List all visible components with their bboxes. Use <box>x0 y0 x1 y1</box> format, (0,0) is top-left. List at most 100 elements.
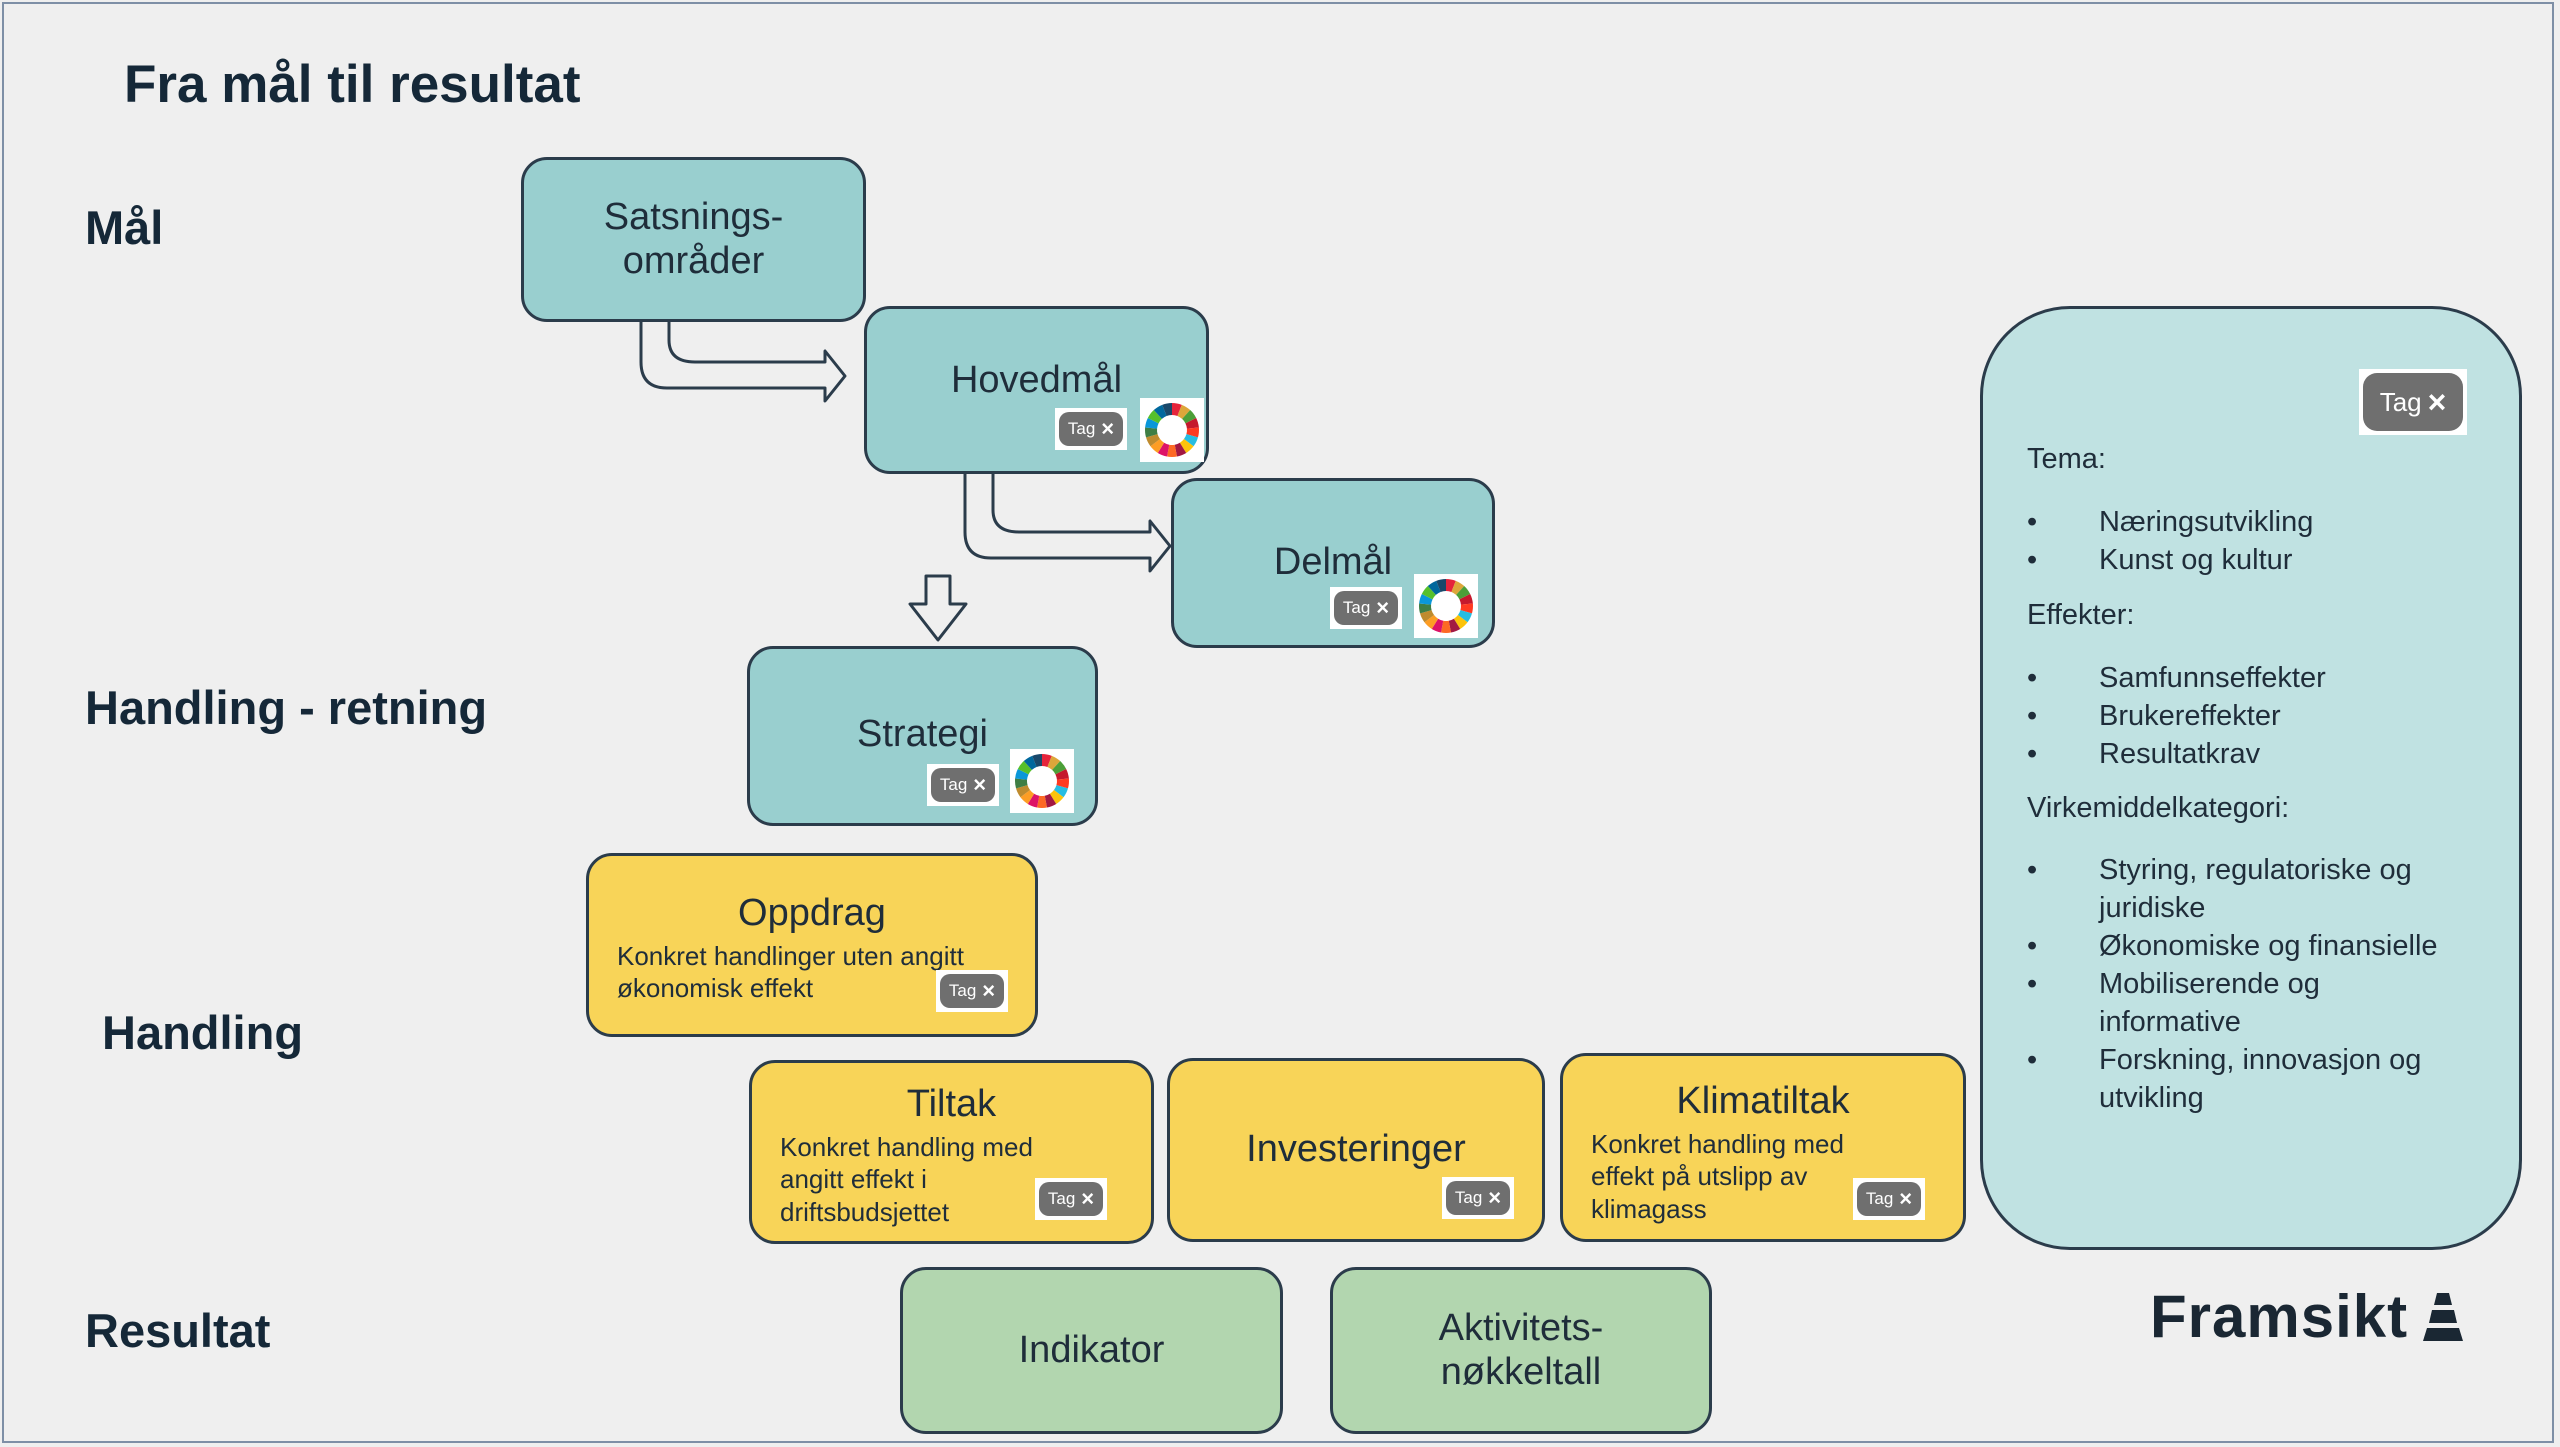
panel-heading-effekter: Effekter: <box>2027 599 2135 631</box>
sdg-wheel-icon <box>1414 574 1478 638</box>
arrow-down-to-strategi <box>908 574 968 642</box>
sdg-segment <box>1027 793 1040 808</box>
row-label-resultat: Resultat <box>85 1304 271 1357</box>
sdg-segment <box>1459 593 1473 605</box>
panel-list-tema: Næringsutvikling Kunst og kultur <box>2027 503 2507 579</box>
list-item: Styring, regulatoriske og juridiske <box>2027 851 2467 927</box>
tag-label: Tag <box>2379 386 2422 417</box>
sdg-segment <box>1419 603 1432 614</box>
sdg-segment <box>1037 795 1047 808</box>
page-title: Fra mål til resultat <box>124 55 581 114</box>
tag-label: Tag <box>1067 419 1096 438</box>
box-title: Delmål <box>1273 541 1393 584</box>
list-item: Samfunnseffekter <box>2027 659 2507 697</box>
tag-chip[interactable]: Tag× <box>1442 1177 1514 1219</box>
tag-chip[interactable]: Tag× <box>936 970 1008 1012</box>
sdg-segment <box>1167 444 1177 457</box>
box-indikator[interactable]: Indikator <box>900 1267 1283 1434</box>
tag-categories-panel: Tag× Tema: Næringsutvikling Kunst og kul… <box>1980 306 2522 1250</box>
sdg-segment <box>1457 610 1472 623</box>
sdg-segment <box>1183 434 1198 447</box>
close-icon: × <box>1899 1186 1913 1211</box>
arrow-satsning-to-hovedmal <box>639 322 847 403</box>
sdg-segment <box>1424 615 1439 629</box>
box-title: Satsnings- områder <box>603 195 784 282</box>
sdg-segment <box>1182 410 1197 424</box>
list-item: Økonomiske og finansielle <box>2027 927 2467 965</box>
sdg-segment <box>1052 761 1067 775</box>
box-title: Indikator <box>1018 1328 1165 1371</box>
tag-label: Tag <box>1047 1189 1076 1208</box>
sdg-segment <box>1436 579 1446 593</box>
tag-chip[interactable]: Tag× <box>1853 1178 1925 1220</box>
sdg-segment <box>1174 442 1187 457</box>
sdg-segment <box>1172 403 1182 417</box>
sdg-segment <box>1047 755 1061 770</box>
sdg-segment <box>1177 404 1191 419</box>
sdg-segment <box>1162 403 1172 417</box>
sdg-segment <box>1420 610 1435 623</box>
box-klimatiltak[interactable]: Klimatiltak Konkret handling med effekt … <box>1560 1053 1966 1242</box>
sdg-segment <box>1185 417 1199 429</box>
sdg-segment <box>1145 427 1158 438</box>
sdg-segment <box>1042 754 1052 768</box>
list-item: Forskning, innovasjon og utvikling <box>2027 1041 2467 1117</box>
box-aktivitetsnokkeltall[interactable]: Aktivitets- nøkkeltall <box>1330 1267 1712 1434</box>
sdg-segment <box>1056 778 1069 789</box>
sdg-segment <box>1015 768 1029 780</box>
sdg-segment <box>1017 761 1032 775</box>
arrow-hovedmal-to-delmal <box>963 474 1172 573</box>
sdg-segment <box>1421 586 1436 600</box>
sdg-segment <box>1147 410 1162 424</box>
logo-text: Framsikt <box>2150 1283 2409 1350</box>
close-icon: × <box>1081 1186 1095 1211</box>
tag-chip[interactable]: Tag× <box>927 764 999 806</box>
sdg-segment <box>1451 580 1465 595</box>
tag-chip[interactable]: Tag× <box>2359 369 2467 435</box>
sdg-segment <box>1150 439 1165 453</box>
list-item: Mobiliserende og informative <box>2027 965 2467 1041</box>
box-description: Konkret handling med angitt effekt i dri… <box>780 1131 1033 1227</box>
sdg-wheel-icon <box>1010 749 1074 813</box>
sdg-segment <box>1153 404 1167 419</box>
panel-list-effekter: Samfunnseffekter Brukereffekter Resultat… <box>2027 659 2507 773</box>
box-title: Aktivitets- nøkkeltall <box>1438 1306 1604 1393</box>
box-title: Oppdrag <box>738 892 886 934</box>
sdg-segment <box>1446 579 1456 593</box>
panel-heading-tema: Tema: <box>2027 443 2106 475</box>
tag-chip[interactable]: Tag× <box>1055 408 1127 450</box>
sdg-segment <box>1020 790 1035 804</box>
sdg-segment <box>1456 586 1471 600</box>
framsikt-logo: Framsikt <box>2150 1282 2464 1351</box>
sdg-segment <box>1146 434 1161 447</box>
sdg-segment <box>1055 768 1069 780</box>
sdg-segment <box>1023 755 1037 770</box>
box-title: Klimatiltak <box>1676 1080 1850 1122</box>
sdg-segment <box>1044 793 1057 808</box>
tag-chip[interactable]: Tag × <box>1035 1178 1107 1220</box>
box-title: Investeringer <box>1246 1128 1466 1171</box>
tag-chip[interactable]: Tag× <box>1330 587 1402 629</box>
tag-label: Tag <box>1342 598 1371 617</box>
sdg-segment <box>1427 580 1441 595</box>
sdg-segment <box>1460 603 1473 614</box>
logo-mark-icon <box>2423 1292 2464 1341</box>
panel-list-virkemiddelkategori: Styring, regulatoriske og juridiske Økon… <box>2027 851 2467 1117</box>
sdg-segment <box>1032 754 1042 768</box>
close-icon: × <box>2427 384 2447 420</box>
sdg-segment <box>1419 593 1433 605</box>
sdg-segment <box>1053 785 1068 798</box>
list-item: Næringsutvikling <box>2027 503 2507 541</box>
sdg-segment <box>1145 417 1159 429</box>
tag-label: Tag <box>939 775 968 794</box>
close-icon: × <box>982 978 996 1003</box>
row-label-handling: Handling <box>102 1006 304 1059</box>
box-tiltak[interactable]: Tiltak Konkret handling med angitt effek… <box>749 1060 1154 1244</box>
sdg-wheel-icon <box>1140 398 1204 462</box>
box-satsningsomrader[interactable]: Satsnings- områder <box>521 157 866 322</box>
sdg-segment <box>1431 618 1444 633</box>
box-description: Konkret handlinger uten angitt økonomisk… <box>617 940 964 1004</box>
sdg-segment <box>1049 790 1064 804</box>
